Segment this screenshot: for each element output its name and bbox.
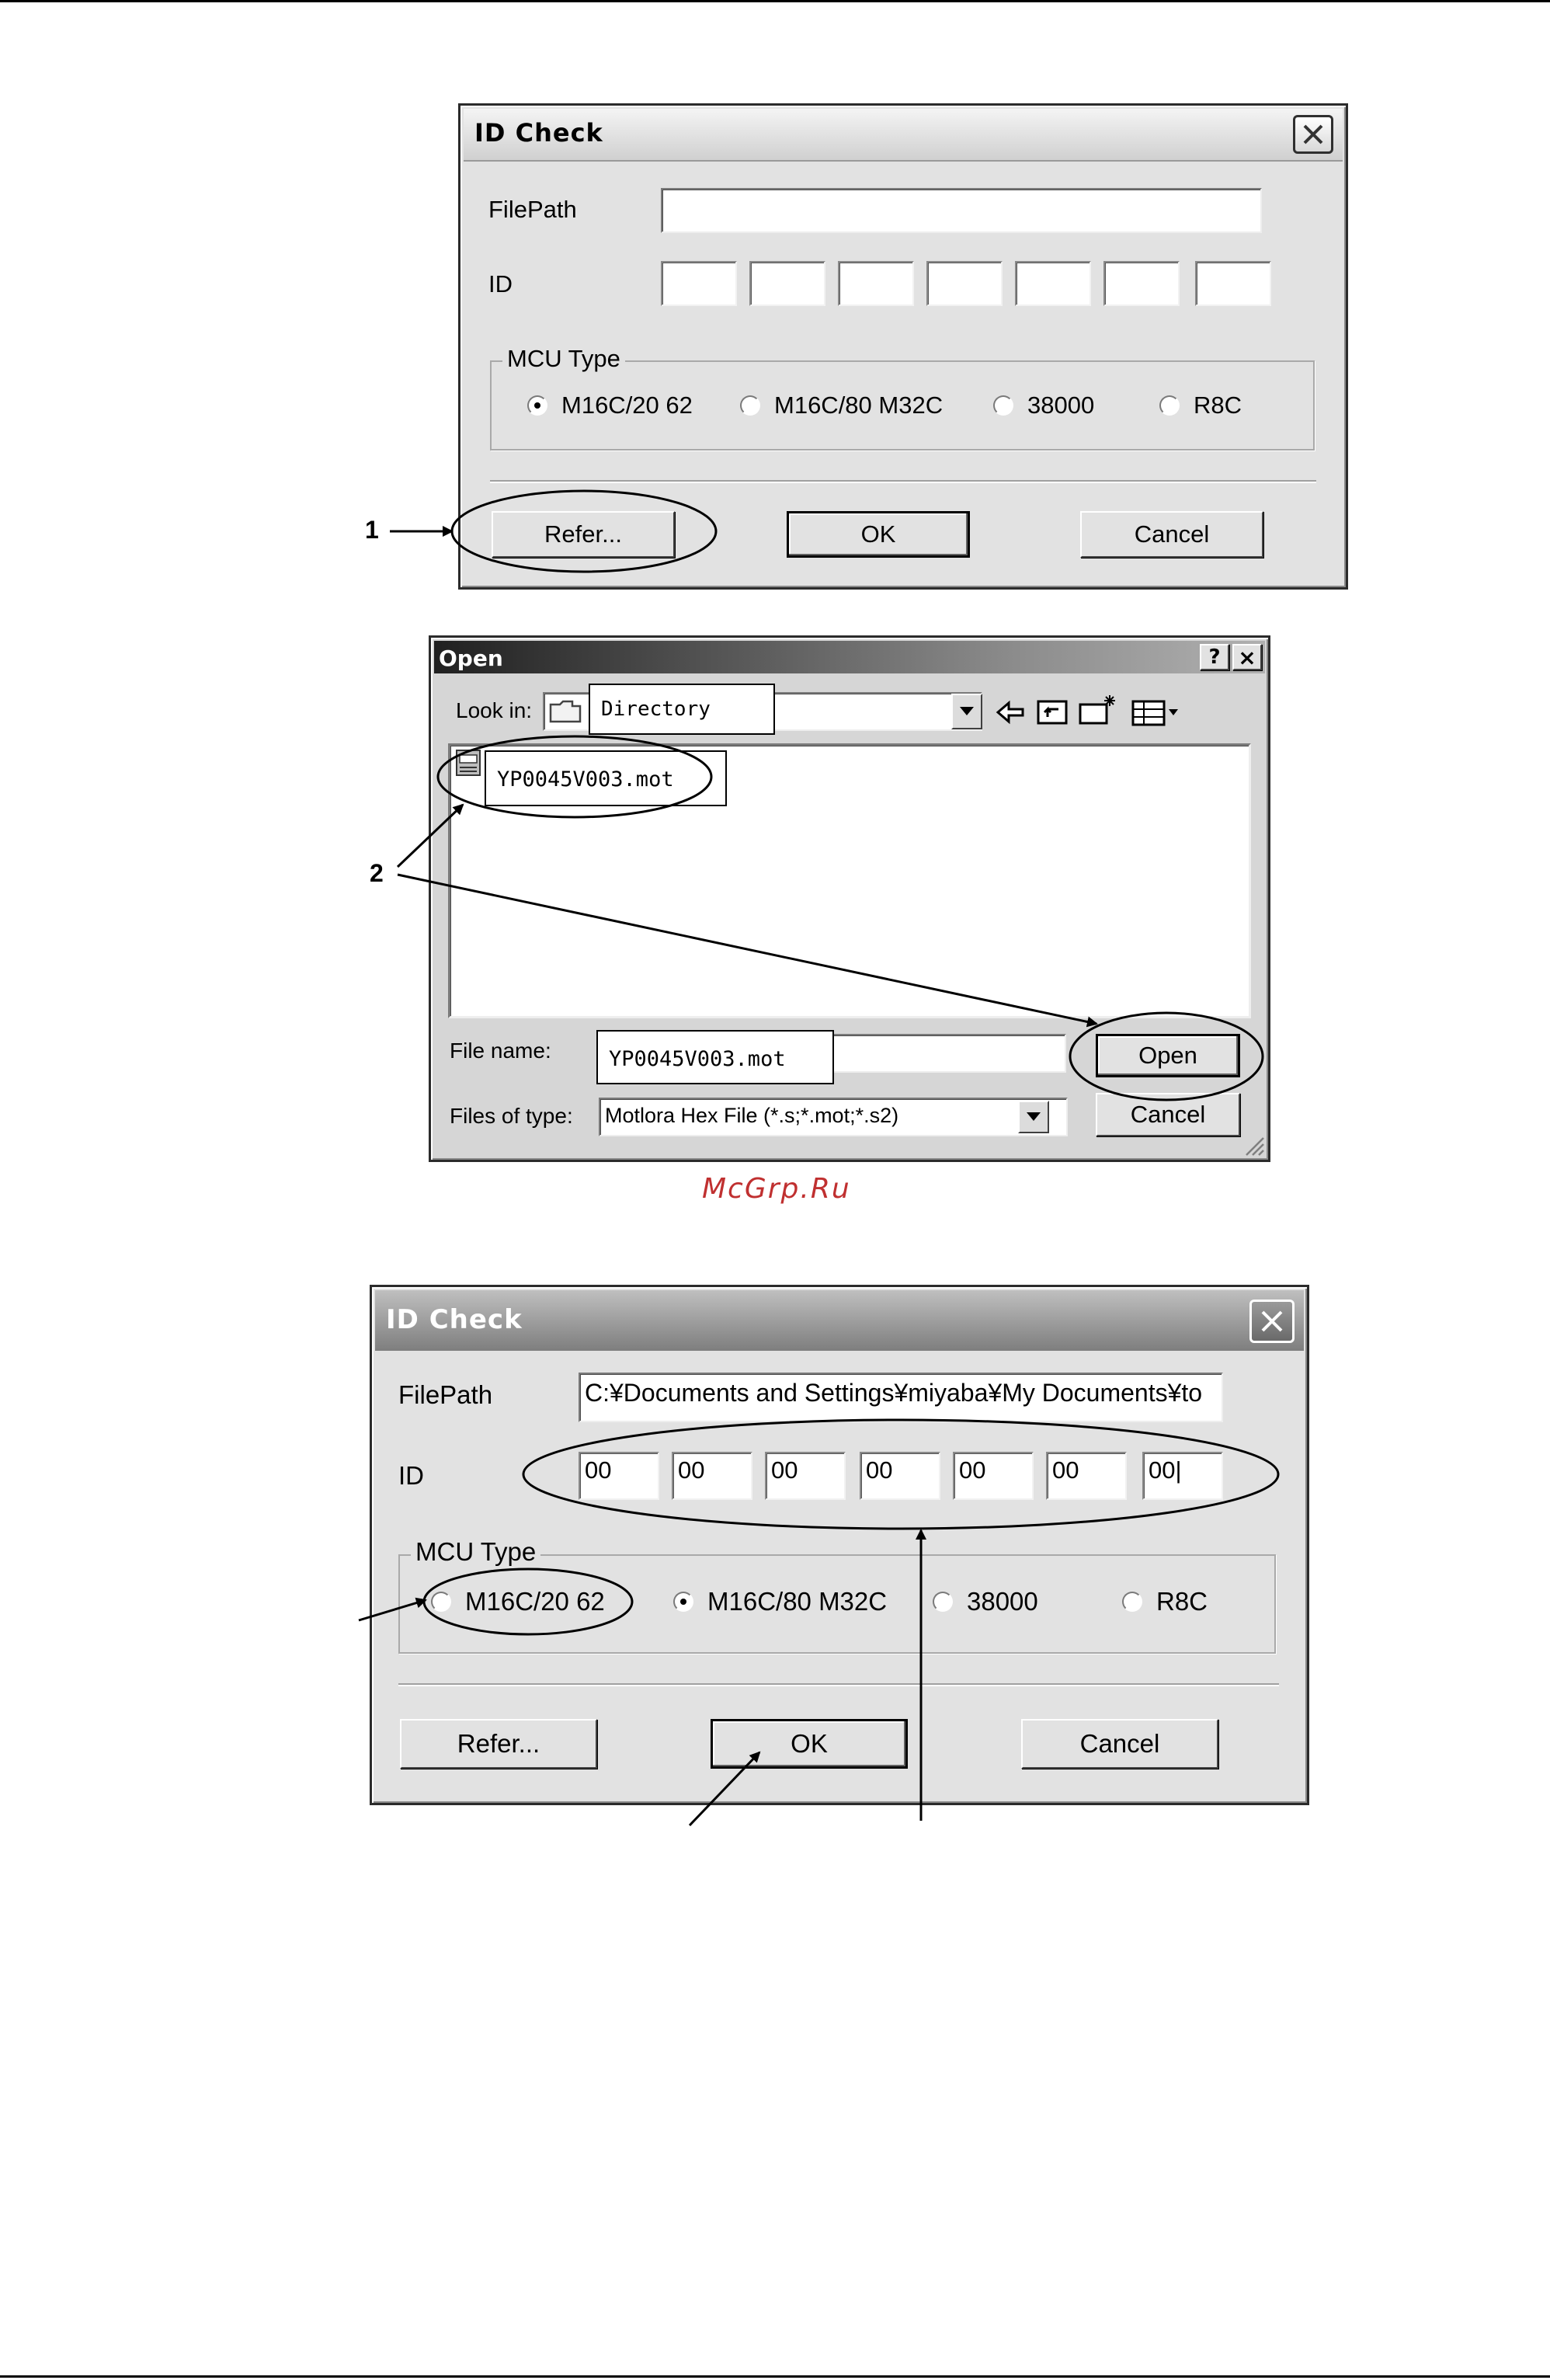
radio-unselected-icon <box>933 1592 953 1612</box>
close-icon <box>1261 1310 1283 1332</box>
ok-button[interactable]: OK <box>711 1719 908 1769</box>
radio-unselected-icon <box>1122 1592 1142 1612</box>
mcu-option-m16c-80-m32c[interactable]: M16C/80 M32C <box>740 391 943 419</box>
id-field-2[interactable]: 00 <box>672 1452 752 1500</box>
open-file-dialog: Open ? × Look in: File name: Files of ty… <box>429 635 1270 1162</box>
id-field-4[interactable]: 00 <box>860 1452 940 1500</box>
up-folder-icon[interactable] <box>1037 700 1068 725</box>
close-button[interactable] <box>1249 1300 1295 1343</box>
file-icon <box>456 750 481 776</box>
files-of-type-label: Files of type: <box>450 1104 573 1128</box>
mcu-type-label: MCU Type <box>502 345 625 373</box>
folder-icon <box>549 700 582 723</box>
filepath-label: FilePath <box>488 196 577 223</box>
dialog-title: ID Check <box>386 1304 523 1335</box>
mcu-option-r8c[interactable]: R8C <box>1122 1587 1208 1616</box>
file-name-label: File name: <box>450 1039 551 1063</box>
top-page-rule <box>0 0 1550 2</box>
filepath-label: FilePath <box>398 1380 493 1409</box>
cancel-button[interactable]: Cancel <box>1080 511 1263 558</box>
separator <box>490 480 1316 483</box>
refer-button[interactable]: Refer... <box>400 1719 597 1769</box>
back-icon[interactable] <box>996 700 1024 725</box>
id-field-6[interactable]: 00 <box>1046 1452 1127 1500</box>
radio-unselected-icon <box>993 395 1013 416</box>
callout-number-2: 2 <box>370 859 384 887</box>
id-field-3[interactable]: 00 <box>765 1452 846 1500</box>
radio-unselected-icon <box>431 1592 451 1612</box>
close-icon <box>1303 124 1323 144</box>
mcu-option-label: 38000 <box>1027 391 1095 419</box>
id-field-5[interactable] <box>1015 261 1091 306</box>
resize-grip-icon[interactable] <box>1242 1133 1265 1157</box>
files-of-type-select[interactable]: Motlora Hex File (*.s;*.mot;*.s2) <box>599 1098 1068 1136</box>
file-item-callout: YP0045V003.mot <box>485 750 727 806</box>
filepath-input[interactable] <box>661 188 1262 233</box>
file-name-callout: YP0045V003.mot <box>596 1030 834 1084</box>
directory-callout: Directory <box>589 684 775 735</box>
mcu-option-38000[interactable]: 38000 <box>993 391 1094 419</box>
id-field-4[interactable] <box>926 261 1003 306</box>
mcu-option-38000[interactable]: 38000 <box>933 1587 1038 1616</box>
mcu-option-label: M16C/20 62 <box>465 1587 605 1616</box>
mcu-type-group: MCU Type M16C/20 62 M16C/80 M32C 38000 R… <box>490 345 1315 451</box>
mcu-type-group: MCU Type M16C/20 62 M16C/80 M32C 38000 R… <box>398 1537 1276 1654</box>
dialog-title-bar[interactable]: ID Check <box>464 109 1343 162</box>
mcu-option-label: R8C <box>1156 1587 1208 1616</box>
files-of-type-dropdown-button[interactable] <box>1018 1101 1049 1133</box>
id-field-1[interactable]: 00 <box>579 1452 659 1500</box>
id-field-1[interactable] <box>661 261 737 306</box>
id-field-6[interactable] <box>1103 261 1180 306</box>
look-in-label: Look in: <box>456 698 533 722</box>
filepath-input[interactable]: C:¥Documents and Settings¥miyaba¥My Docu… <box>579 1373 1223 1422</box>
help-button[interactable]: ? <box>1200 644 1229 670</box>
id-field-5[interactable]: 00 <box>953 1452 1034 1500</box>
id-field-7[interactable] <box>1195 261 1271 306</box>
chevron-down-icon <box>960 707 974 715</box>
mcu-option-label: R8C <box>1194 391 1242 419</box>
id-label: ID <box>398 1461 424 1490</box>
radio-selected-icon <box>527 395 547 416</box>
id-check-dialog-filled: ID Check FilePath C:¥Documents and Setti… <box>370 1285 1309 1805</box>
mcu-option-label: M16C/80 M32C <box>774 391 944 419</box>
mcu-option-label: M16C/20 62 <box>561 391 693 419</box>
close-button[interactable]: × <box>1232 644 1262 670</box>
close-button[interactable] <box>1293 115 1333 154</box>
id-check-dialog-empty: ID Check FilePath ID MCU Type M16C/20 62… <box>458 103 1348 590</box>
radio-selected-icon <box>673 1592 693 1612</box>
id-label: ID <box>488 270 513 298</box>
cancel-button[interactable]: Cancel <box>1096 1093 1240 1136</box>
callout-number-1: 1 <box>365 516 379 544</box>
separator <box>398 1683 1279 1686</box>
mcu-option-m16c-20-62[interactable]: M16C/20 62 <box>527 391 693 419</box>
mcu-type-label: MCU Type <box>411 1537 541 1567</box>
ok-button[interactable]: OK <box>787 511 970 558</box>
radio-unselected-icon <box>1159 395 1180 416</box>
id-field-3[interactable] <box>838 261 914 306</box>
file-list-item[interactable] <box>455 749 481 777</box>
cancel-button[interactable]: Cancel <box>1021 1719 1218 1769</box>
id-field-2[interactable] <box>749 261 825 306</box>
view-menu-icon[interactable] <box>1131 700 1178 726</box>
look-in-dropdown-button[interactable] <box>951 694 982 729</box>
dialog-title: ID Check <box>474 118 603 148</box>
refer-button[interactable]: Refer... <box>492 511 675 558</box>
open-dialog-toolbar <box>996 695 1178 726</box>
mcu-option-label: M16C/80 M32C <box>707 1587 888 1616</box>
open-dialog-title: Open <box>439 645 503 671</box>
new-folder-icon[interactable] <box>1079 695 1115 725</box>
id-field-7[interactable]: 00| <box>1142 1452 1223 1500</box>
mcu-option-m16c-80-m32c[interactable]: M16C/80 M32C <box>673 1587 887 1616</box>
bottom-page-rule <box>0 2375 1550 2378</box>
radio-unselected-icon <box>740 395 760 416</box>
mcu-option-m16c-20-62[interactable]: M16C/20 62 <box>431 1587 605 1616</box>
dialog-title-bar[interactable]: ID Check <box>375 1290 1304 1351</box>
watermark-text: McGrp.Ru <box>702 1173 851 1205</box>
chevron-down-icon <box>1027 1112 1041 1121</box>
mcu-option-label: 38000 <box>967 1587 1038 1616</box>
open-dialog-title-bar[interactable]: Open ? × <box>434 641 1265 673</box>
open-button[interactable]: Open <box>1096 1034 1240 1077</box>
mcu-option-r8c[interactable]: R8C <box>1159 391 1242 419</box>
